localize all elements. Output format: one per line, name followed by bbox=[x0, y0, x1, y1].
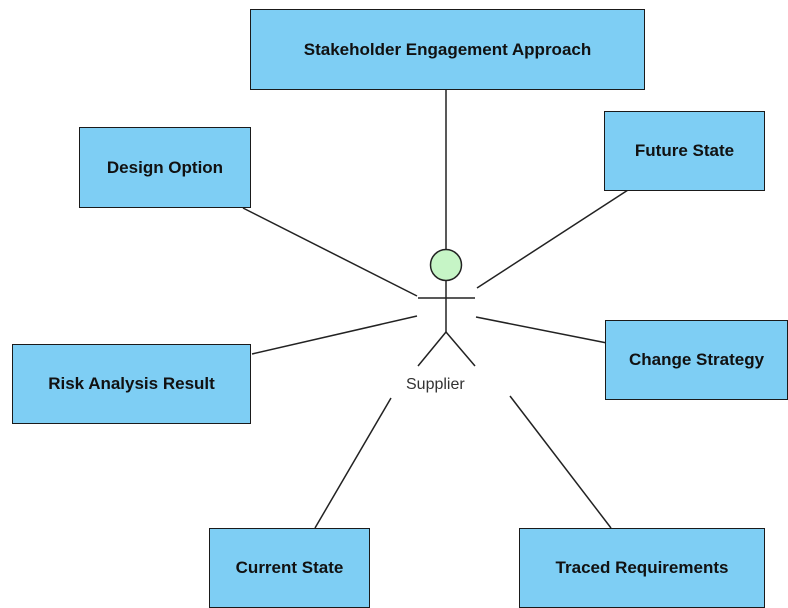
actor-right-leg bbox=[445, 331, 476, 367]
association-line-traced-requirements bbox=[509, 395, 612, 529]
node-current-state[interactable]: Current State bbox=[209, 528, 370, 608]
node-traced-requirements[interactable]: Traced Requirements bbox=[519, 528, 765, 608]
actor-left-leg bbox=[417, 331, 447, 367]
node-stakeholder-engagement-approach[interactable]: Stakeholder Engagement Approach bbox=[250, 9, 645, 90]
association-line-design-option bbox=[242, 207, 418, 297]
association-line-current-state bbox=[314, 397, 392, 529]
node-future-state[interactable]: Future State bbox=[604, 111, 765, 191]
association-line-change-strategy bbox=[475, 316, 608, 344]
association-line-risk-analysis-result bbox=[251, 315, 418, 355]
actor-name-label: Supplier bbox=[406, 376, 465, 393]
node-design-option[interactable]: Design Option bbox=[79, 127, 251, 208]
node-risk-analysis-result[interactable]: Risk Analysis Result bbox=[12, 344, 251, 424]
association-line-future-state bbox=[476, 189, 629, 289]
node-change-strategy[interactable]: Change Strategy bbox=[605, 320, 788, 400]
actor-figure[interactable] bbox=[417, 248, 476, 367]
actor-head bbox=[429, 248, 463, 282]
